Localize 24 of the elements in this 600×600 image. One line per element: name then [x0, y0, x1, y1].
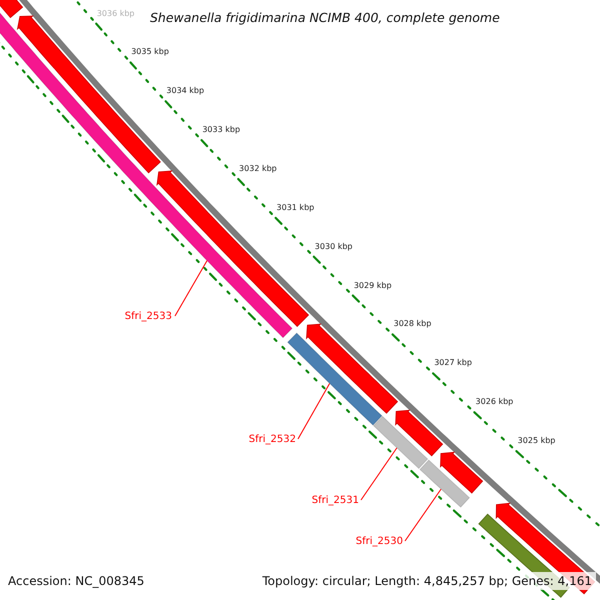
- gene-bar: [287, 332, 383, 426]
- tick-label: 3026 kbp: [476, 397, 514, 408]
- gene-label: Sfri_2531: [312, 495, 359, 507]
- tick-label: 3033 kbp: [202, 125, 240, 136]
- tick-label: 3034 kbp: [166, 86, 204, 96]
- tick-label: 3028 kbp: [394, 319, 432, 330]
- tick-label: 3035 kbp: [131, 47, 169, 58]
- gene-bar: [372, 416, 428, 469]
- leader-line: [298, 382, 330, 440]
- tick-label: 3025 kbp: [518, 436, 556, 446]
- tick-label: 3030 kbp: [314, 242, 352, 252]
- tick-label: 3027 kbp: [434, 358, 472, 368]
- gene-label: Sfri_2533: [124, 311, 172, 323]
- tick-label: 3036 kbp: [96, 8, 135, 19]
- gene-label: Sfri_2532: [248, 434, 296, 446]
- gene-bar: [419, 459, 470, 508]
- gene-label: Sfri_2530: [356, 536, 403, 548]
- tick-label: 3031 kbp: [276, 202, 314, 213]
- tick-label: 3029 kbp: [354, 280, 392, 291]
- leader-line: [174, 260, 208, 316]
- title: Shewanella frigidimarina NCIMB 400, complete genome: [150, 9, 500, 27]
- leader-line: [360, 447, 398, 500]
- tick-label: 3032 kbp: [239, 164, 277, 174]
- leader-line: [404, 488, 442, 542]
